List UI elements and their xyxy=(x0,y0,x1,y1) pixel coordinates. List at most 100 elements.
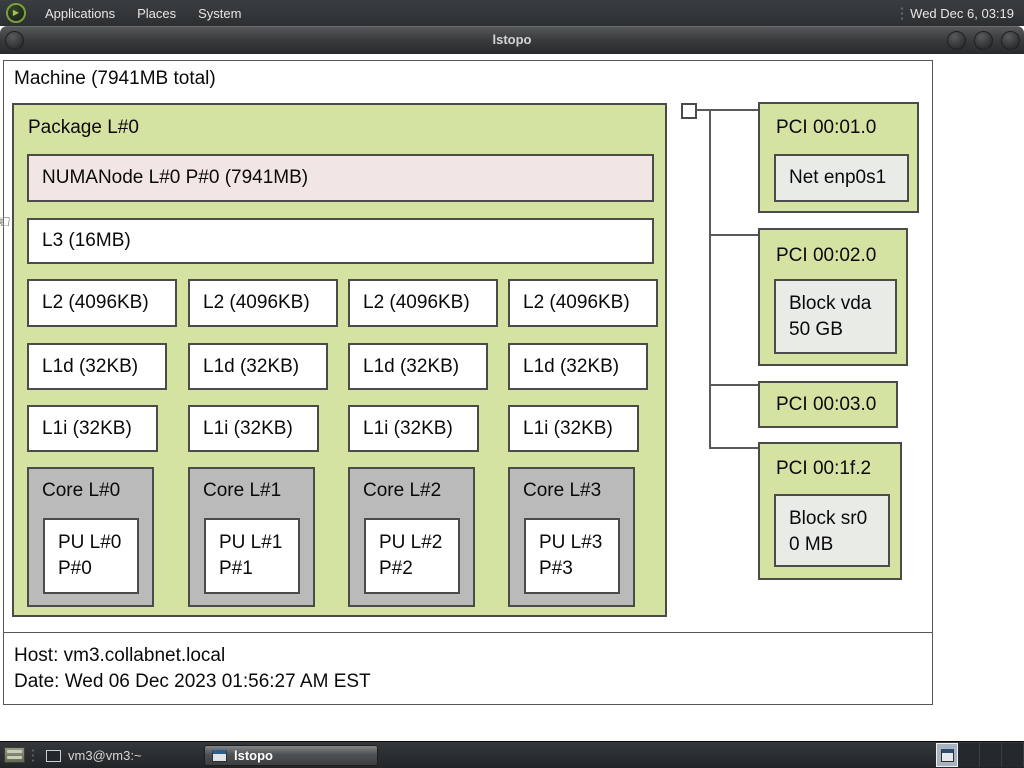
pu-pindex: P#2 xyxy=(379,558,413,579)
l1d-label: L1d (32KB) xyxy=(203,355,300,377)
mini-window-icon xyxy=(940,748,954,762)
block-device-label: Block vda xyxy=(789,293,872,314)
l1i-label: L1i (32KB) xyxy=(42,417,132,439)
l1i-label: L1i (32KB) xyxy=(203,417,293,439)
pu-label: PU L#2 xyxy=(379,532,443,553)
core-label: Core L#2 xyxy=(363,480,442,501)
block-device-label: Block sr0 xyxy=(789,508,868,529)
workspace-switcher xyxy=(936,743,1024,767)
pci-label: PCI 00:1f.2 xyxy=(776,458,872,479)
pci-trunk-line xyxy=(709,109,711,449)
l1d-cache-box: L1d (32KB) xyxy=(188,343,328,390)
core-label: Core L#1 xyxy=(203,480,282,501)
panel-separator xyxy=(900,6,905,20)
numanode-label: NUMANode L#0 P#0 (7941MB) xyxy=(42,167,309,188)
pci-box: PCI 00:02.0 Block vda 50 GB xyxy=(758,228,908,366)
menu-system[interactable]: System xyxy=(198,5,242,21)
l1i-cache-box: L1i (32KB) xyxy=(508,405,639,452)
maximize-button[interactable] xyxy=(974,31,993,50)
pci-connector-line xyxy=(697,109,758,111)
core-label: Core L#3 xyxy=(523,480,602,501)
window-menu-button[interactable] xyxy=(5,31,24,50)
l2-cache-box: L2 (4096KB) xyxy=(188,279,338,327)
l2-label: L2 (4096KB) xyxy=(42,292,149,313)
workspace-2[interactable] xyxy=(958,743,980,767)
l2-cache-box: L2 (4096KB) xyxy=(27,279,177,327)
block-device-box: Block vda 50 GB xyxy=(774,279,897,354)
hostbridge-square xyxy=(681,103,697,119)
core-label: Core L#0 xyxy=(42,480,121,501)
block-device-size: 0 MB xyxy=(789,534,834,555)
block-device-size: 50 GB xyxy=(789,319,843,340)
menu-applications[interactable]: Applications xyxy=(45,5,116,21)
l1i-cache-box: L1i (32KB) xyxy=(27,405,158,452)
close-button[interactable] xyxy=(1001,31,1020,50)
l3-cache-label: L3 (16MB) xyxy=(42,230,131,251)
l2-cache-box: L2 (4096KB) xyxy=(508,279,658,327)
l1d-label: L1d (32KB) xyxy=(523,355,620,377)
pu-pindex: P#3 xyxy=(539,558,573,579)
l1d-cache-box: L1d (32KB) xyxy=(27,343,167,390)
l2-cache-box: L2 (4096KB) xyxy=(348,279,498,327)
machine-label: Machine (7941MB total) xyxy=(14,68,216,89)
taskbar-item-label: vm3@vm3:~ xyxy=(68,748,142,763)
workspace-3[interactable] xyxy=(980,743,1002,767)
distro-logo-icon[interactable]: ▶ xyxy=(6,3,26,23)
pci-connector-line xyxy=(709,384,758,386)
lstopo-canvas: ☜ Machine (7941MB total) Package L#0 NUM… xyxy=(0,54,1024,741)
l2-label: L2 (4096KB) xyxy=(363,292,470,313)
menu-places[interactable]: Places xyxy=(137,5,177,21)
l1i-cache-box: L1i (32KB) xyxy=(348,405,479,452)
taskbar-separator xyxy=(31,748,35,763)
pci-box: PCI 00:03.0 xyxy=(758,381,898,428)
pci-box: PCI 00:1f.2 Block sr0 0 MB xyxy=(758,442,902,580)
pu-label: PU L#3 xyxy=(539,532,603,553)
taskbar-item-label: lstopo xyxy=(234,748,273,763)
l3-cache-box: L3 (16MB) xyxy=(27,218,654,264)
legend-box: Host: vm3.collabnet.local Date: Wed 06 D… xyxy=(3,632,933,705)
numanode-box: NUMANode L#0 P#0 (7941MB) xyxy=(27,154,654,202)
block-device-box: Block sr0 0 MB xyxy=(774,494,890,567)
window-titlebar[interactable]: lstopo xyxy=(0,26,1024,54)
legend-host: Host: vm3.collabnet.local xyxy=(14,645,226,666)
l2-label: L2 (4096KB) xyxy=(203,292,310,313)
l1d-cache-box: L1d (32KB) xyxy=(348,343,488,390)
pci-label: PCI 00:02.0 xyxy=(776,245,877,266)
pu-label: PU L#0 xyxy=(58,532,122,553)
workspace-1[interactable] xyxy=(936,743,958,767)
workspace-4[interactable] xyxy=(1002,743,1024,767)
pu-pindex: P#0 xyxy=(58,558,92,579)
net-device-box: Net enp0s1 xyxy=(774,154,909,202)
pci-connector-line xyxy=(709,447,758,449)
top-panel: ▶ Applications Places System Wed Dec 6, … xyxy=(0,0,1024,26)
terminal-icon xyxy=(46,749,61,762)
minimize-button[interactable] xyxy=(947,31,966,50)
l1i-cache-box: L1i (32KB) xyxy=(188,405,319,452)
l1i-label: L1i (32KB) xyxy=(363,417,453,439)
window-title: lstopo xyxy=(492,32,532,47)
taskbar-item-lstopo[interactable]: lstopo xyxy=(204,745,378,766)
legend-date: Date: Wed 06 Dec 2023 01:56:27 AM EST xyxy=(14,671,371,692)
net-device-label: Net enp0s1 xyxy=(789,167,887,188)
clock[interactable]: Wed Dec 6, 03:19 xyxy=(910,5,1014,21)
drawer-icon[interactable] xyxy=(4,747,25,763)
pu-pindex: P#1 xyxy=(219,558,253,579)
l1d-label: L1d (32KB) xyxy=(363,355,460,377)
mouse-cursor-icon: ☜ xyxy=(0,212,12,233)
pci-label: PCI 00:03.0 xyxy=(776,393,877,415)
pu-label: PU L#1 xyxy=(219,532,283,553)
l2-label: L2 (4096KB) xyxy=(523,292,630,313)
taskbar-item-terminal[interactable]: vm3@vm3:~ xyxy=(38,745,204,766)
pci-label: PCI 00:01.0 xyxy=(776,117,877,138)
package-box: Package L#0 NUMANode L#0 P#0 (7941MB) L3… xyxy=(12,103,667,617)
package-label: Package L#0 xyxy=(28,117,139,138)
